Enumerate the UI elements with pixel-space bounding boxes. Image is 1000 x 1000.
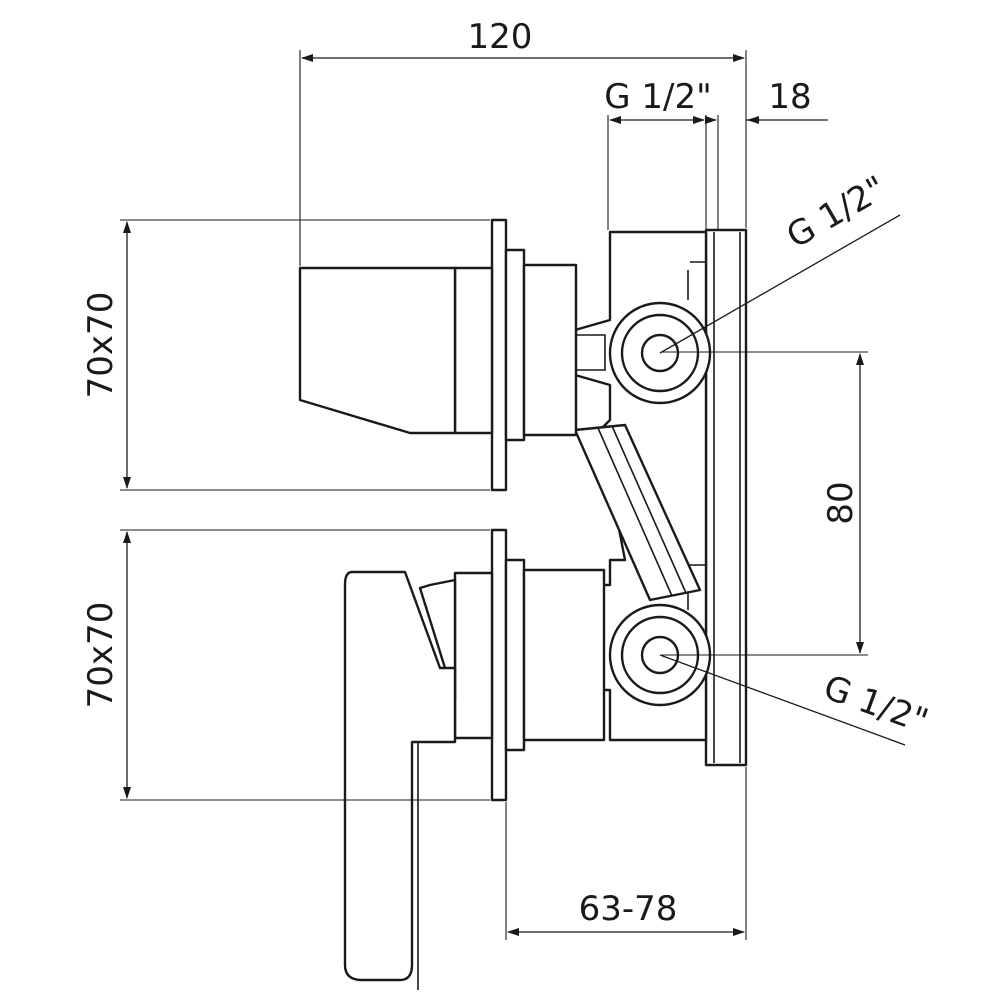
dim-label-upper-port: G 1/2" bbox=[780, 168, 893, 256]
dim-label-inlet-thread: G 1/2" bbox=[604, 77, 712, 117]
dimension-overall-depth: 120 bbox=[299, 17, 747, 266]
diverter-channel bbox=[573, 423, 702, 602]
dim-label-upper-70x70: 70x70 bbox=[81, 292, 121, 399]
dimension-installation-depth: 63-78 bbox=[505, 767, 747, 940]
dimension-upper-rosette: 70x70 bbox=[81, 219, 490, 491]
dimension-inlet-thread: G 1/2" bbox=[604, 77, 712, 230]
upper-diverter-knob bbox=[298, 266, 494, 435]
dimension-lower-rosette: 70x70 bbox=[81, 529, 490, 801]
dimension-plate-thickness: 18 bbox=[705, 77, 828, 230]
dim-label-18: 18 bbox=[768, 77, 811, 117]
lower-lever-handle bbox=[343, 570, 494, 990]
dim-label-80: 80 bbox=[821, 481, 861, 524]
upper-rosette bbox=[490, 218, 578, 492]
dimension-port-spacing: 80 bbox=[662, 351, 868, 656]
dim-label-lower-port: G 1/2" bbox=[818, 667, 933, 741]
lower-rosette bbox=[490, 528, 606, 802]
dim-label-lower-70x70: 70x70 bbox=[81, 602, 121, 709]
dim-label-120: 120 bbox=[468, 17, 533, 57]
dim-label-63-78: 63-78 bbox=[579, 889, 678, 929]
